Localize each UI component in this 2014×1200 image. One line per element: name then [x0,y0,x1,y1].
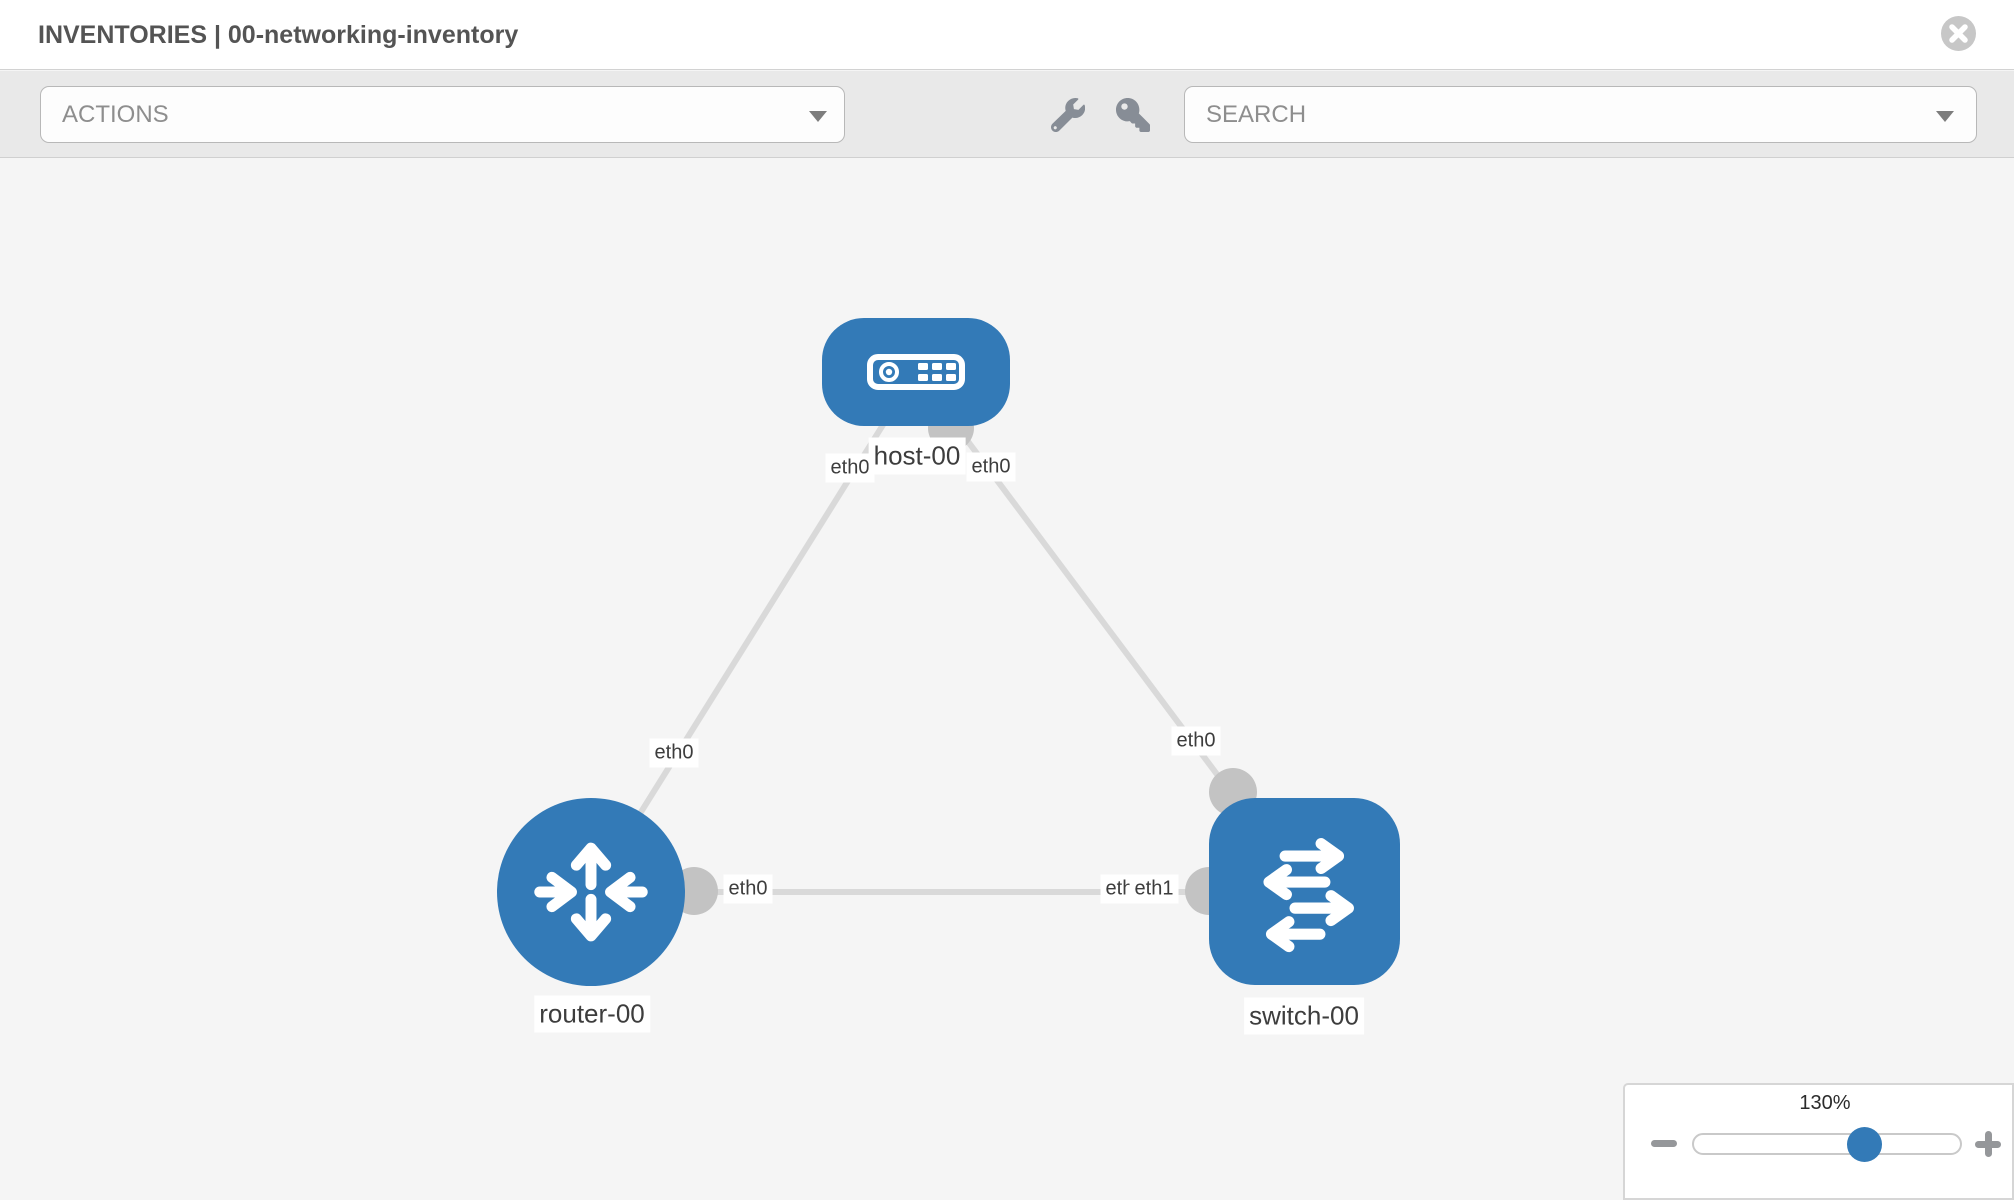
plus-icon[interactable] [1975,1131,2001,1157]
node-switch-00[interactable] [1209,798,1400,985]
iface-label-switch-eth1: eth1 [1129,874,1179,904]
close-button[interactable] [1941,16,1976,51]
close-icon [1949,24,1968,43]
key-icon[interactable] [1116,98,1150,132]
switch-arrows-icon [1262,837,1354,952]
chevron-down-icon [809,111,827,122]
zoom-slider-knob[interactable] [1847,1127,1882,1162]
iface-label-router-eth0-mid: eth0 [723,874,773,904]
page-title: INVENTORIES | 00-networking-inventory [38,21,519,49]
server-icon [867,354,965,390]
node-router-00[interactable] [497,798,685,986]
zoom-level-value: 130% [1799,1092,1851,1114]
node-host-00[interactable] [822,318,1010,426]
search-dropdown[interactable]: SEARCH [1184,86,1977,143]
node-label-switch: switch-00 [1244,997,1364,1035]
search-dropdown-placeholder: SEARCH [1206,101,1307,128]
zoom-control-panel: 130% [1623,1083,2014,1200]
iface-label-router-eth0-uplink: eth0 [649,738,699,768]
iface-label-switch-eth0-uplink: eth0 [1171,726,1221,756]
topology-links-layer [588,370,1308,915]
minus-icon[interactable] [1651,1140,1677,1147]
router-arrows-icon [534,842,648,942]
zoom-slider-track[interactable] [1692,1133,1962,1155]
toolbar: ACTIONS SEARCH [0,71,2014,158]
iface-label-host-eth0-left: eth0 [825,453,875,483]
title-bar: INVENTORIES | 00-networking-inventory [0,0,2014,70]
actions-dropdown[interactable]: ACTIONS [40,86,845,143]
wrench-icon[interactable] [1051,98,1085,132]
node-label-router: router-00 [534,995,650,1033]
node-label-host: host-00 [868,437,966,475]
topology-canvas[interactable] [0,159,2014,1200]
actions-dropdown-label: ACTIONS [62,101,169,128]
iface-label-host-eth0-right: eth0 [966,452,1016,482]
chevron-down-icon [1936,111,1954,122]
